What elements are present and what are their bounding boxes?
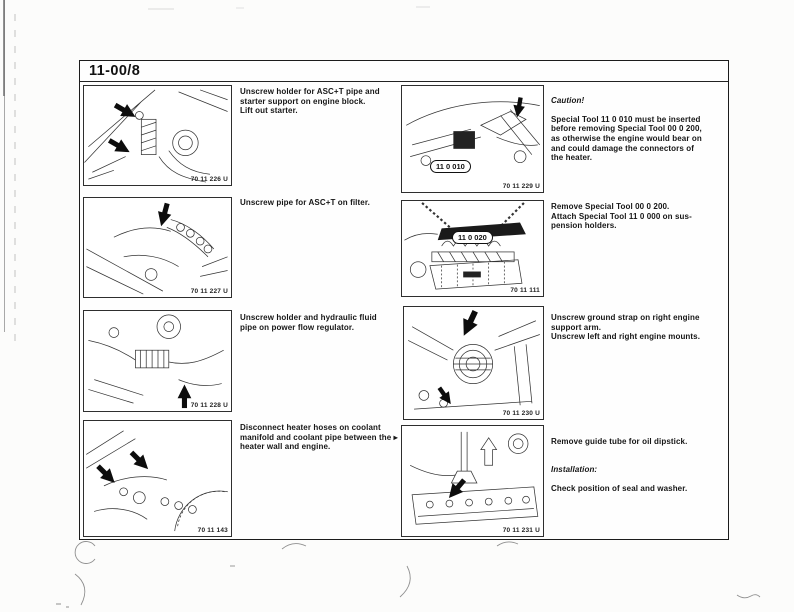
instruction-asct-pipe: Unscrew pipe for ASC+T on filter. <box>240 198 370 207</box>
special-tool-label: 11 0 010 <box>430 160 471 173</box>
dipstick-block: Remove guide tube for oil dipstick. Inst… <box>551 427 723 503</box>
arrow-marker <box>126 447 153 474</box>
arrow-marker <box>443 475 470 503</box>
arrow-marker <box>177 384 192 409</box>
figure-engine-mounts: 70 11 230 U <box>403 306 544 420</box>
page-number: 11-00/8 <box>80 61 728 82</box>
figure-heater-hoses: 70 11 143 <box>83 420 232 537</box>
instruction-starter: Unscrew holder for ASC+T pipe and starte… <box>240 87 380 116</box>
arrow-marker <box>511 96 527 119</box>
figure-starter-holder: 70 11 226 U <box>83 85 232 186</box>
instruction-dipstick: Remove guide tube for oil dipstick. <box>551 436 688 446</box>
figure-number: 70 11 229 U <box>502 183 540 190</box>
arrow-marker <box>93 461 120 488</box>
special-tool-label: 11 0 020 <box>452 231 493 244</box>
installation-text: Check position of seal and washer. <box>551 483 688 493</box>
caution-block: Caution! Special Tool 11 0 010 must be i… <box>551 86 723 172</box>
figure-number: 70 11 111 <box>510 287 540 294</box>
figure-number: 70 11 230 U <box>502 410 540 417</box>
instruction-ground-strap: Unscrew ground strap on right engine sup… <box>551 313 701 342</box>
installation-heading: Installation: <box>551 464 598 474</box>
figure-power-flow-regulator: 70 11 228 U <box>83 310 232 412</box>
figure-oil-dipstick-tube: 70 11 231 U <box>401 425 544 537</box>
figure-number: 70 11 227 U <box>190 288 228 295</box>
instruction-heater-hoses: Disconnect heater hoses on coolant manif… <box>240 423 398 452</box>
manual-page: 11-00/8 70 11 226 U <box>79 60 729 540</box>
arrow-marker <box>434 384 456 408</box>
instruction-regulator: Unscrew holder and hydraulic fluid pipe … <box>240 313 377 332</box>
figure-asct-pipe-filter: 70 11 227 U <box>83 197 232 298</box>
arrow-marker <box>456 307 483 340</box>
figure-number: 70 11 226 U <box>190 176 228 183</box>
figure-number: 70 11 143 <box>197 527 228 534</box>
caution-heading: Caution! <box>551 95 585 105</box>
figure-number: 70 11 228 U <box>190 402 228 409</box>
arrow-marker <box>154 201 174 228</box>
figure-special-tool-110020: 11 0 020 70 11 111 <box>401 200 544 297</box>
figure-number: 70 11 231 U <box>502 527 540 534</box>
figure-special-tool-110010: 11 0 010 70 11 229 U <box>401 85 544 193</box>
instruction-caution: Special Tool 11 0 010 must be inserted b… <box>551 114 702 163</box>
arrow-marker <box>105 134 134 159</box>
instruction-remove-tool: Remove Special Tool 00 0 200. Attach Spe… <box>551 202 692 231</box>
